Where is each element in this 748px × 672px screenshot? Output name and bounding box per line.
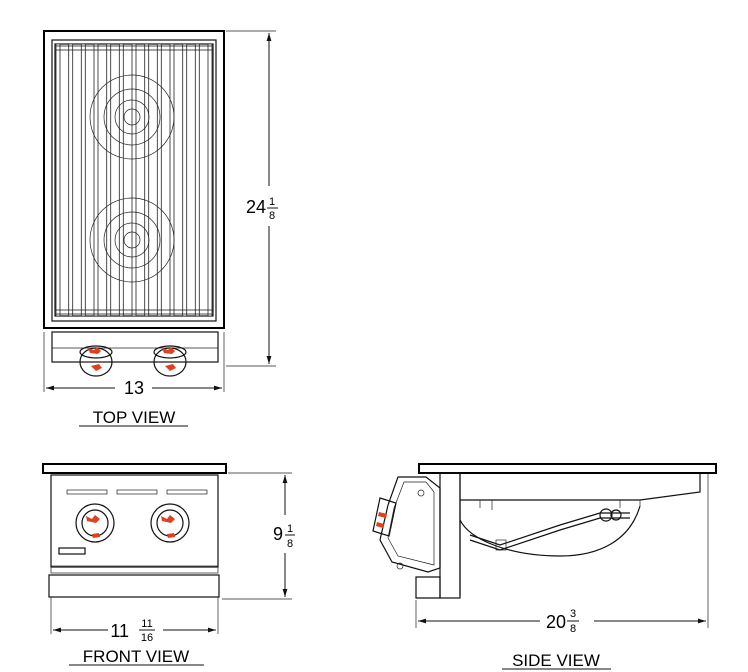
grate-bar — [182, 43, 188, 317]
front-width-den: 16 — [141, 632, 153, 644]
burner-front — [89, 197, 175, 283]
grate-bar — [106, 43, 112, 317]
grate-bars — [54, 43, 214, 317]
grate-bar — [55, 43, 61, 317]
side-view-housing — [460, 473, 701, 501]
front-view-knob-left — [75, 503, 115, 543]
grate-bar — [194, 43, 200, 317]
front-view-label: FRONT VIEW — [83, 647, 189, 666]
front-view: 9 1 8 11 11 16 FRONT VIEW — [42, 463, 295, 666]
grate-crossbar — [54, 309, 214, 315]
front-height-whole: 9 — [273, 524, 283, 544]
top-view-outer-frame — [43, 30, 225, 329]
top-depth-whole: 24 — [246, 197, 266, 217]
grate-bar — [131, 43, 137, 317]
burner-rear — [89, 74, 175, 160]
front-view-knob-right — [150, 503, 190, 543]
side-depth-num: 3 — [570, 608, 576, 620]
grate-bar — [80, 43, 86, 317]
top-view-inner-frame — [51, 39, 217, 322]
top-view: 13 24 1 8 TOP VIEW — [43, 30, 278, 427]
front-width-num: 11 — [141, 618, 152, 630]
top-depth-den: 8 — [269, 210, 275, 222]
grate-bar — [169, 43, 175, 317]
grate-bar — [68, 43, 74, 317]
side-view-label: SIDE VIEW — [512, 651, 600, 670]
side-depth-whole: 20 — [546, 612, 566, 632]
side-view-gas-pipe — [469, 512, 630, 546]
side-view-knob — [372, 497, 397, 537]
front-height-num: 1 — [287, 523, 293, 535]
top-view-control-panel — [51, 331, 219, 363]
top-depth-num: 1 — [269, 196, 275, 208]
side-depth-den: 8 — [570, 623, 576, 635]
side-view-body — [439, 472, 461, 599]
front-height-den: 8 — [287, 538, 293, 550]
grate-bar — [118, 43, 124, 317]
front-view-top-plate — [42, 463, 227, 474]
grate-bar — [93, 43, 99, 317]
front-view-badge — [58, 547, 86, 555]
top-width-value: 13 — [124, 378, 144, 398]
front-view-body — [50, 474, 219, 568]
top-view-knob-left — [79, 345, 113, 377]
front-view-drip-tray — [48, 574, 220, 598]
grate-crossbar — [54, 45, 214, 51]
top-view-knob-right — [153, 345, 187, 377]
grate-bar — [207, 43, 213, 317]
grate-bar — [144, 43, 150, 317]
side-view-front-fascia — [379, 476, 441, 573]
side-view-top-plate — [418, 463, 717, 474]
grate-bar — [156, 43, 162, 317]
side-view: 20 3 8 SIDE VIEW — [372, 463, 717, 670]
top-view-label: TOP VIEW — [93, 408, 176, 427]
front-width-whole: 11 — [110, 621, 129, 641]
